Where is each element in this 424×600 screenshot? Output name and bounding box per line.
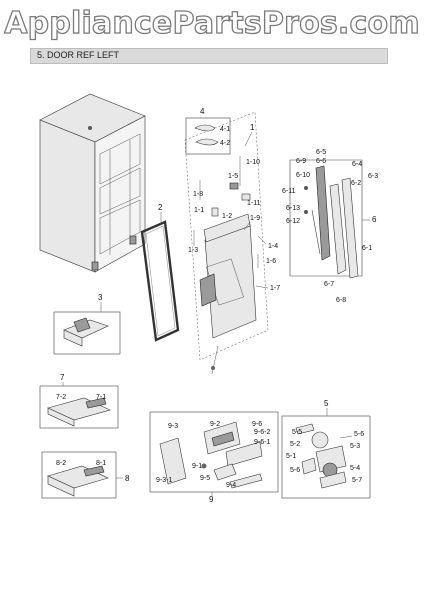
door-bin-group-7 bbox=[39, 385, 119, 429]
callout-2: 2 bbox=[158, 203, 163, 212]
callout-8: 8 bbox=[125, 474, 130, 483]
callout-9-1: 9-1 bbox=[192, 463, 202, 470]
dispenser-motor-group bbox=[281, 415, 371, 499]
callout-1-6: 1-6 bbox=[266, 258, 276, 265]
callout-9-5: 9-5 bbox=[200, 475, 210, 482]
callout-7-1: 7-1 bbox=[96, 394, 106, 401]
callout-1-10: 1-10 bbox=[246, 159, 260, 166]
callout-1: 1 bbox=[250, 123, 255, 132]
callout-1-4: 1-4 bbox=[268, 243, 278, 250]
callout-8-1: 8-1 bbox=[96, 460, 106, 467]
callout-5-6: 5-6 bbox=[354, 431, 364, 438]
callout-5-7: 5-7 bbox=[352, 477, 362, 484]
door-assembly bbox=[184, 111, 269, 375]
callout-6-13: 6-13 bbox=[286, 205, 300, 212]
callout-6-3: 6-3 bbox=[368, 173, 378, 180]
callout-4-2: 4-2 bbox=[220, 140, 230, 147]
callout-5-3: 5-3 bbox=[350, 443, 360, 450]
section-title: 5. DOOR REF LEFT bbox=[37, 50, 120, 60]
callout-6-9: 6-9 bbox=[296, 158, 306, 165]
callout-9-3-1: 9-3-1 bbox=[156, 477, 172, 484]
callout-6-12: 6-12 bbox=[286, 218, 300, 225]
callout-1-2: 1-2 bbox=[222, 213, 232, 220]
callout-1-5: 1-5 bbox=[228, 173, 238, 180]
callout-6-5: 6-5 bbox=[316, 149, 326, 156]
callout-1-9: 1-9 bbox=[250, 215, 260, 222]
callout-6-10: 6-10 bbox=[296, 172, 310, 179]
callout-6-8: 6-8 bbox=[336, 297, 346, 304]
callout-5-4: 5-4 bbox=[350, 465, 360, 472]
refrigerator-cabinet bbox=[39, 93, 146, 273]
door-side-parts-group bbox=[289, 159, 363, 279]
callout-9-2: 9-2 bbox=[210, 421, 220, 428]
callout-1-8: 1-8 bbox=[193, 191, 203, 198]
door-hinge-cover-group bbox=[185, 117, 231, 155]
callout-4-1: 4-1 bbox=[220, 126, 230, 133]
door-gasket bbox=[140, 220, 180, 342]
callout-9-6: 9-6 bbox=[252, 421, 262, 428]
callout-6-7: 6-7 bbox=[324, 281, 334, 288]
callout-6-6: 6-6 bbox=[316, 158, 326, 165]
callout-1-1: 1-1 bbox=[194, 207, 204, 214]
callout-5-2: 5-2 bbox=[290, 441, 300, 448]
callout-1-11: 1-11 bbox=[247, 200, 261, 207]
callout-5-1: 5-1 bbox=[286, 453, 296, 460]
callout-3: 3 bbox=[98, 293, 103, 302]
callout-7: 7 bbox=[60, 373, 65, 382]
callout-5: 5 bbox=[324, 399, 329, 408]
callout-9: 9 bbox=[209, 495, 214, 504]
callout-7-2: 7-2 bbox=[56, 394, 66, 401]
door-stopper-bracket bbox=[53, 311, 121, 355]
callout-6-4: 6-4 bbox=[352, 161, 362, 168]
callout-1-7: 1-7 bbox=[270, 285, 280, 292]
section-header: 5. DOOR REF LEFT bbox=[30, 48, 388, 64]
callout-9-4: 9-4 bbox=[226, 482, 236, 489]
callout-1-3: 1-3 bbox=[188, 247, 198, 254]
callout-5-6-lower: 5-6 bbox=[290, 467, 300, 474]
callout-6: 6 bbox=[372, 215, 377, 224]
watermark-logo: AppliancePartsPros.com bbox=[4, 5, 421, 41]
callout-6-1: 6-1 bbox=[362, 245, 372, 252]
door-bin-group-8 bbox=[41, 451, 117, 499]
callout-6-2: 6-2 bbox=[351, 180, 361, 187]
callout-8-2: 8-2 bbox=[56, 460, 66, 467]
callout-9-6-1: 9-6-1 bbox=[254, 439, 270, 446]
callout-5-5: 5-5 bbox=[292, 429, 302, 436]
callout-4: 4 bbox=[200, 107, 205, 116]
callout-9-6-2: 9-6-2 bbox=[254, 429, 270, 436]
callout-6-11: 6-11 bbox=[282, 188, 296, 195]
callout-9-3: 9-3 bbox=[168, 423, 178, 430]
dispenser-assembly-group bbox=[149, 411, 279, 493]
